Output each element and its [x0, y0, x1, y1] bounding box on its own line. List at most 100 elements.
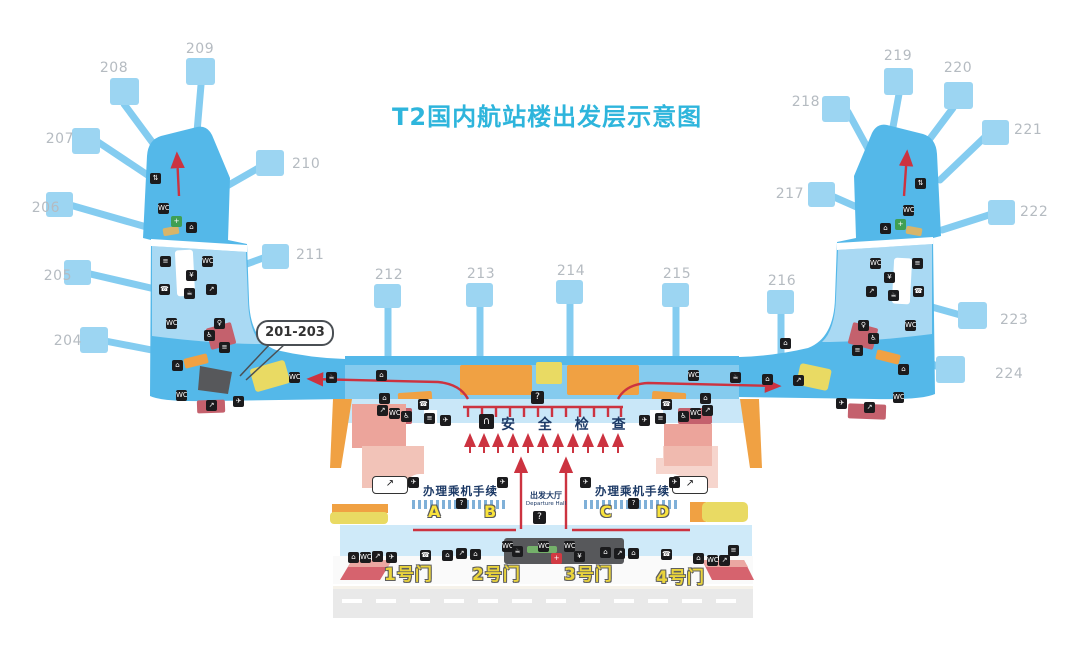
toilet-icon: WC	[905, 320, 916, 331]
shop-icon: ⌂	[700, 393, 711, 404]
baggage-icon: ✈	[669, 477, 680, 488]
phone-icon: ☎	[661, 549, 672, 560]
baggage-icon: ✈	[386, 552, 397, 563]
escalator-icon: ↗	[377, 405, 388, 416]
stairs-icon: ≡	[160, 256, 171, 267]
nursing-room-icon: ♀	[858, 320, 869, 331]
emergency-icon: +	[551, 553, 562, 564]
shop-icon: ⌂	[762, 374, 773, 385]
gate-label-222: 222	[1020, 204, 1049, 220]
gate-label-218: 218	[791, 94, 820, 110]
shop-icon: ⌂	[470, 549, 481, 560]
gate-label-223: 223	[1000, 312, 1029, 328]
road-dashes	[342, 599, 736, 603]
atm-icon: ¥	[186, 270, 197, 281]
shop-icon: ⌂	[442, 550, 453, 561]
door-1-label: 1号门	[384, 565, 433, 585]
phone-icon: ☎	[913, 286, 924, 297]
gate-label-216: 216	[767, 273, 797, 289]
toilet-icon: WC	[502, 541, 513, 552]
info-icon: ?	[533, 511, 546, 524]
gate-label-209: 209	[185, 41, 215, 57]
toilet-icon: WC	[166, 318, 177, 329]
elevator-icon: ⇅	[915, 178, 926, 189]
toilet-icon: WC	[202, 256, 213, 267]
elevator-icon: ⇅	[150, 173, 161, 184]
escalator-icon: ↗	[614, 548, 625, 559]
gate-label-214: 214	[556, 263, 586, 279]
stairs-icon: ≡	[219, 342, 230, 353]
escalator-icon: ↗	[372, 476, 408, 494]
water-icon: ☕	[326, 372, 337, 383]
phone-icon: ☎	[159, 284, 170, 295]
toilet-icon: WC	[289, 372, 300, 383]
security-comb	[466, 407, 623, 417]
shop-icon: ⌂	[600, 547, 611, 558]
stairs-icon: ≡	[912, 258, 923, 269]
shop-icon: ⌂	[348, 552, 359, 563]
toilet-icon: WC	[870, 258, 881, 269]
departure-hall-label: 出发大厅 Departure Hall	[518, 490, 574, 507]
baggage-icon: ✈	[580, 477, 591, 488]
toilet-icon: WC	[360, 552, 371, 563]
toilet-icon: WC	[707, 555, 718, 566]
gate-label-206: 206	[31, 200, 60, 216]
checkin-label-right: 办理乘机手续	[595, 484, 670, 498]
security-gate-icon: ∩	[479, 414, 494, 429]
accessible-icon: ♿	[401, 411, 412, 422]
baggage-icon: ✈	[408, 477, 419, 488]
gate-label-220: 220	[943, 60, 973, 76]
escalator-icon: ↗	[456, 548, 467, 559]
counter-a-label: A	[428, 502, 441, 521]
gate-label-208: 208	[99, 60, 129, 76]
counter-c-label: C	[600, 502, 612, 521]
shop-icon: ⌂	[376, 370, 387, 381]
left-wing	[143, 126, 345, 414]
flow-arrows	[170, 149, 914, 532]
door-3-label: 3号门	[564, 565, 613, 585]
shop-icon: ⌂	[898, 364, 909, 375]
medical-icon: +	[171, 216, 182, 227]
toilet-icon: WC	[688, 370, 699, 381]
counter-b-label: B	[484, 502, 497, 521]
baggage-icon: ✈	[233, 396, 244, 407]
gate-label-215: 215	[662, 266, 692, 282]
shop-icon: ⌂	[628, 548, 639, 559]
toilet-icon: WC	[690, 408, 701, 419]
water-icon: ☕	[888, 290, 899, 301]
escalator-icon: ↗	[206, 400, 217, 411]
baggage-icon: ✈	[639, 415, 650, 426]
toilet-icon: WC	[158, 203, 169, 214]
toilet-icon: WC	[176, 390, 187, 401]
door-2-label: 2号门	[472, 565, 521, 585]
departure-hall-zh: 出发大厅	[530, 491, 562, 500]
door-4-label: 4号门	[656, 568, 705, 588]
escalator-icon: ↗	[719, 555, 730, 566]
water-icon: ☕	[512, 546, 523, 557]
gate-label-213: 213	[466, 266, 496, 282]
info-icon: ?	[456, 498, 467, 509]
phone-icon: ☎	[418, 399, 429, 410]
atm-icon: ¥	[574, 551, 585, 562]
gate-label-212: 212	[374, 267, 404, 283]
nursing-room-icon: ♀	[214, 318, 225, 329]
escalator-icon: ↗	[793, 375, 804, 386]
toilet-icon: WC	[538, 541, 549, 552]
water-icon: ☕	[184, 288, 195, 299]
stairs-icon: ≡	[424, 413, 435, 424]
security-entry-arrows	[464, 433, 624, 453]
info-icon: ?	[531, 391, 544, 404]
toilet-icon: WC	[903, 205, 914, 216]
escalator-icon: ↗	[372, 551, 383, 562]
gate-squares	[46, 58, 1015, 383]
gate-label-219: 219	[883, 48, 913, 64]
medical-icon: +	[895, 219, 906, 230]
shop-icon: ⌂	[693, 553, 704, 564]
gate-label-210: 210	[292, 156, 321, 172]
phone-icon: ☎	[420, 550, 431, 561]
stairs-icon: ≡	[728, 545, 739, 556]
checkin-label-left: 办理乘机手续	[423, 484, 498, 498]
shop-icon: ⌂	[780, 338, 791, 349]
water-icon: ☕	[730, 372, 741, 383]
